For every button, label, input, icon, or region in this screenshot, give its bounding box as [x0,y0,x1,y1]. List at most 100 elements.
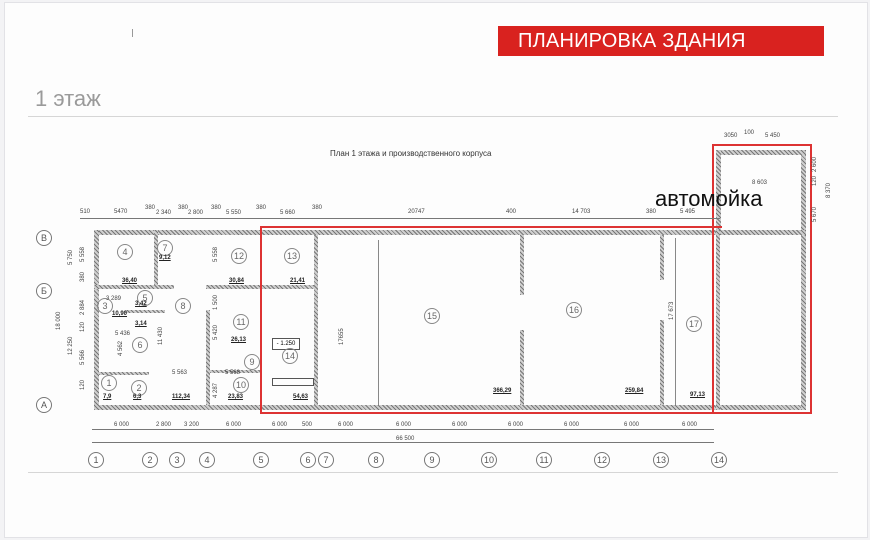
divider-top [28,116,838,117]
dim-label: 17 673 [669,301,675,320]
dim-label: 6 000 [226,422,242,428]
dim-label: 6 000 [564,422,580,428]
dim-label: 400 [506,209,517,215]
dim-label: 2 800 [156,422,172,428]
room-10-number: 10 [233,377,249,393]
dim-label: 500 [302,422,313,428]
column-axis-5: 5 [253,452,269,468]
highlight-bottom [260,412,812,414]
wall-carwash-top [716,150,806,155]
dim-label: 6 000 [508,422,524,428]
room-2-area: 6,3 [133,394,142,400]
column-axis-4: 4 [199,452,215,468]
room-15-number: 15 [424,308,440,324]
wall-carwash-left [716,150,721,235]
column-axis-12: 12 [594,452,610,468]
column-axis-9: 9 [424,452,440,468]
dim-label: 6 000 [338,422,354,428]
dim-label: 4 287 [213,382,219,398]
wall-bottom [94,405,806,410]
dim-label: 510 [80,209,91,215]
column-axis-8: 8 [368,452,384,468]
room-16-area: 259,84 [625,388,644,394]
room-3-area: 10,90 [112,311,128,317]
divider-bottom [28,472,838,473]
wall-interior [99,372,149,375]
dim-label: 5 436 [115,331,131,337]
dim-label: 2 884 [80,299,86,315]
room-13-number: 13 [284,248,300,264]
dim-label: 20747 [408,209,425,215]
dim-label: 12 250 [68,336,74,355]
dim-label: 17655 [339,328,345,345]
room-14-area: 54,63 [293,394,309,400]
column-axis-6: 6 [300,452,316,468]
dim-label: 4 562 [118,340,124,356]
dim-label: 1 500 [213,294,219,310]
room-7-number: 7 [157,240,173,256]
carwash-label: автомойка [655,186,763,211]
wall-interior [125,310,165,313]
dim-label: 6 000 [452,422,468,428]
room-10-area: 23,83 [228,394,244,400]
dim-label: 120 [80,379,86,390]
wall-interior [94,285,174,289]
wall-interior [520,235,524,295]
dim-label: 380 [312,205,323,211]
cursor-mark [132,29,133,37]
dim-label: 5 558 [80,246,86,262]
equipment-symbol [272,378,314,386]
column-axis-1: 1 [88,452,104,468]
dimension-line [378,240,379,405]
dim-label: 380 [145,205,156,211]
room-12-area: 30,84 [229,278,245,284]
dim-label: 5 660 [280,210,296,216]
plan-title: План 1 этажа и производственного корпуса [330,149,492,158]
dim-label: 8 370 [826,182,832,198]
dim-label: 3050 [724,133,738,139]
dim-label: 18 000 [56,311,62,330]
room-11-number: 11 [233,314,249,330]
wall-interior [520,330,524,405]
dim-label: 6 000 [624,422,640,428]
row-axis-v: В [36,230,52,246]
dim-label: 6 000 [682,422,698,428]
floor-label: 1 этаж [35,86,101,111]
room-6-number: 6 [132,337,148,353]
room-1-number: 1 [101,375,117,391]
dim-label: 6 000 [396,422,412,428]
room-2-number: 2 [131,380,147,396]
dim-label: 14 703 [572,209,591,215]
room-4-number: 4 [117,244,133,260]
dim-label: 5 568 [225,370,241,376]
wall-top-main [264,230,716,235]
dimension-line-top [80,218,720,219]
room-17-number: 17 [686,316,702,332]
dim-label: 5 566 [80,349,86,365]
room-7-area: 9,12 [159,255,171,261]
room-12-number: 12 [231,248,247,264]
wall-right [801,150,806,410]
document-page [4,2,868,538]
dim-label: 2 340 [156,210,172,216]
room-13-area: 21,41 [290,278,306,284]
room-15-area: 366,29 [493,388,512,394]
highlight-main-hall [260,226,722,414]
overall-length: 66 500 [396,436,415,442]
room-4-area: 36,40 [122,278,138,284]
wall-interior [206,310,210,405]
column-axis-2: 2 [142,452,158,468]
column-axis-10: 10 [481,452,497,468]
dim-label: 5 750 [68,249,74,265]
dim-label: 100 [744,130,755,136]
highlight-carwash [712,144,812,414]
row-axis-b: Б [36,283,52,299]
dim-label: 5 450 [765,133,781,139]
wall-interior [154,230,158,285]
room-1-area: 7,9 [103,394,112,400]
column-axis-13: 13 [653,452,669,468]
dim-label: 3 200 [184,422,200,428]
column-axis-7: 7 [318,452,334,468]
room-5-area: 3,42 [135,301,147,307]
dim-label: 380 [211,205,222,211]
